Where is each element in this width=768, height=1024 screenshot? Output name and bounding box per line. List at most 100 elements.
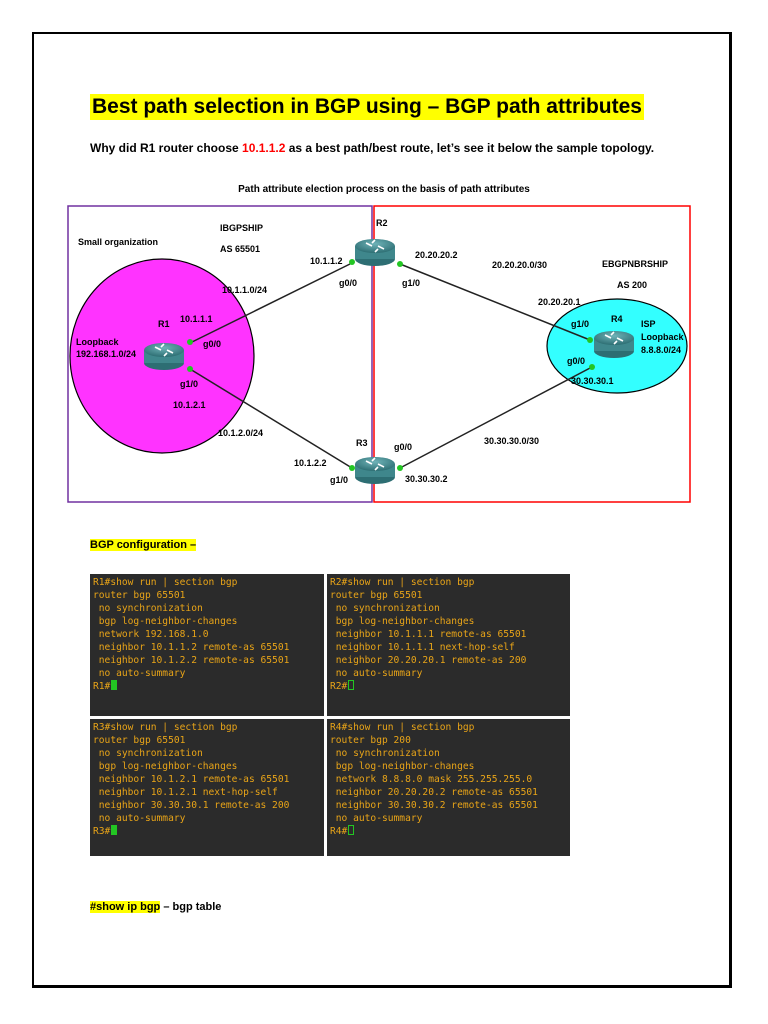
interface-dots: [187, 259, 595, 471]
label-r1-ip2: 10.1.2.1: [173, 400, 206, 410]
label-r2-g00: g0/0: [339, 278, 357, 288]
bgp-config-heading: BGP configuration –: [90, 539, 197, 551]
terminal-line: neighbor 10.1.2.1 remote-as 65501: [93, 774, 290, 785]
label-isp: ISP: [641, 319, 656, 329]
terminal-cursor: [348, 825, 355, 835]
terminal-line: neighbor 10.1.1.1 remote-as 65501: [330, 629, 527, 640]
terminal-line: R1#show run | section bgp: [93, 577, 238, 588]
terminal-line: neighbor 20.20.20.1 remote-as 200: [330, 655, 527, 666]
terminal-line: neighbor 10.1.1.2 remote-as 65501: [93, 642, 290, 653]
label-r3-g00: g0/0: [394, 442, 412, 452]
label-r4-g10: g1/0: [571, 319, 589, 329]
page-title: Best path selection in BGP using – BGP p…: [90, 94, 644, 120]
label-r4: R4: [611, 314, 623, 324]
label-ebgp: EBGPNBRSHIP: [602, 259, 668, 269]
terminal-line: router bgp 65501: [93, 735, 186, 746]
terminal-line: R3#: [93, 825, 321, 838]
question-highlight: 10.1.1.2: [242, 141, 286, 155]
terminal-line: bgp log-neighbor-changes: [93, 616, 238, 627]
terminal-line: R2#show run | section bgp: [330, 577, 475, 588]
terminal-line: bgp log-neighbor-changes: [330, 616, 475, 627]
terminal-line: no synchronization: [330, 603, 440, 614]
router-r4-icon: [593, 330, 635, 359]
label-loopback-left-2: 192.168.1.0/24: [76, 349, 136, 359]
topology-diagram: Small organization IBGPSHIP AS 65501 Loo…: [67, 205, 691, 503]
label-r4-g00: g0/0: [567, 356, 585, 366]
terminal-line: router bgp 200: [330, 735, 411, 746]
terminal-line: neighbor 10.1.1.1 next-hop-self: [330, 642, 515, 653]
label-net-101: 10.1.1.0/24: [222, 285, 267, 295]
label-r1-g10: g1/0: [180, 379, 198, 389]
terminal-line: R3#show run | section bgp: [93, 722, 238, 733]
link-r2-r4: [399, 263, 591, 341]
label-loopback-left-1: Loopback: [76, 337, 119, 347]
terminal-line: bgp log-neighbor-changes: [93, 761, 238, 772]
terminal-line: R2#: [330, 680, 567, 693]
label-small-organization: Small organization: [78, 237, 158, 247]
label-r3-ip-left: 10.1.2.2: [294, 458, 327, 468]
ebgp-box: [373, 205, 691, 503]
label-loopback-right-1: Loopback: [641, 332, 684, 342]
terminal-line: no synchronization: [330, 748, 440, 759]
router-r2-icon: [354, 238, 396, 267]
label-r4-ip1: 20.20.20.1: [538, 297, 581, 307]
intro-question: Why did R1 router choose 10.1.1.2 as a b…: [90, 141, 654, 155]
show-ip-bgp-rest: – bgp table: [160, 901, 222, 913]
label-net-20: 20.20.20.0/30: [492, 260, 547, 270]
router-r3-icon: [354, 456, 396, 485]
terminal-line: neighbor 30.30.30.1 remote-as 200: [93, 800, 290, 811]
terminal-line: no auto-summary: [93, 813, 186, 824]
terminal-line: bgp log-neighbor-changes: [330, 761, 475, 772]
label-as-left: AS 65501: [220, 244, 260, 254]
show-ip-bgp-heading: #show ip bgp – bgp table: [90, 901, 221, 913]
label-r2-g10: g1/0: [402, 278, 420, 288]
label-ibgp: IBGPSHIP: [220, 223, 263, 233]
ibgp-box: [67, 205, 373, 503]
terminal-line: no auto-summary: [93, 668, 186, 679]
terminal-line: R1#: [93, 680, 321, 693]
terminal-line: no auto-summary: [330, 813, 423, 824]
terminal-line: router bgp 65501: [330, 590, 423, 601]
terminal-line: network 192.168.1.0: [93, 629, 209, 640]
terminal-line: no synchronization: [93, 748, 203, 759]
router-r1-icon: [143, 342, 185, 371]
terminal-line: no synchronization: [93, 603, 203, 614]
terminal-cursor: [348, 680, 355, 690]
terminal-line: neighbor 20.20.20.2 remote-as 65501: [330, 787, 538, 798]
label-r2-ip-right: 20.20.20.2: [415, 250, 458, 260]
label-r1-ip1: 10.1.1.1: [180, 314, 213, 324]
terminal-line: network 8.8.8.0 mask 255.255.255.0: [330, 774, 533, 785]
terminal-cursor: [111, 825, 118, 835]
label-net-30: 30.30.30.0/30: [484, 436, 539, 446]
label-r1-g00: g0/0: [203, 339, 221, 349]
terminal-line: R4#: [330, 825, 567, 838]
question-before: Why did R1 router choose: [90, 141, 243, 155]
terminal-r1: R1#show run | section bgp router bgp 6550…: [90, 574, 324, 716]
show-ip-bgp-command: #show ip bgp: [90, 901, 161, 913]
label-r1: R1: [158, 319, 170, 329]
terminal-cursor: [111, 680, 118, 690]
label-r2: R2: [376, 218, 388, 228]
label-as-right: AS 200: [617, 280, 647, 290]
label-net-102: 10.1.2.0/24: [218, 428, 263, 438]
link-r1-r3: [189, 368, 353, 469]
bgp-config-label: BGP configuration –: [90, 539, 197, 551]
question-after: as a best path/best route, let’s see it …: [285, 141, 655, 155]
label-r2-ip-left: 10.1.1.2: [310, 256, 343, 266]
link-r1-r2: [189, 262, 353, 344]
terminal-line: neighbor 30.30.30.2 remote-as 65501: [330, 800, 538, 811]
label-r3-ip-right: 30.30.30.2: [405, 474, 448, 484]
terminal-line: no auto-summary: [330, 668, 423, 679]
label-loopback-right-2: 8.8.8.0/24: [641, 345, 681, 355]
terminal-line: router bgp 65501: [93, 590, 186, 601]
label-r3-g10: g1/0: [330, 475, 348, 485]
terminal-line: neighbor 10.1.2.2 remote-as 65501: [93, 655, 290, 666]
terminal-line: R4#show run | section bgp: [330, 722, 475, 733]
link-r3-r4: [399, 366, 593, 469]
diagram-title: Path attribute election process on the b…: [238, 184, 530, 195]
label-r3: R3: [356, 438, 368, 448]
terminal-r3: R3#show run | section bgp router bgp 6550…: [90, 719, 324, 856]
page-border: [32, 32, 732, 988]
terminal-line: neighbor 10.1.2.1 next-hop-self: [93, 787, 278, 798]
